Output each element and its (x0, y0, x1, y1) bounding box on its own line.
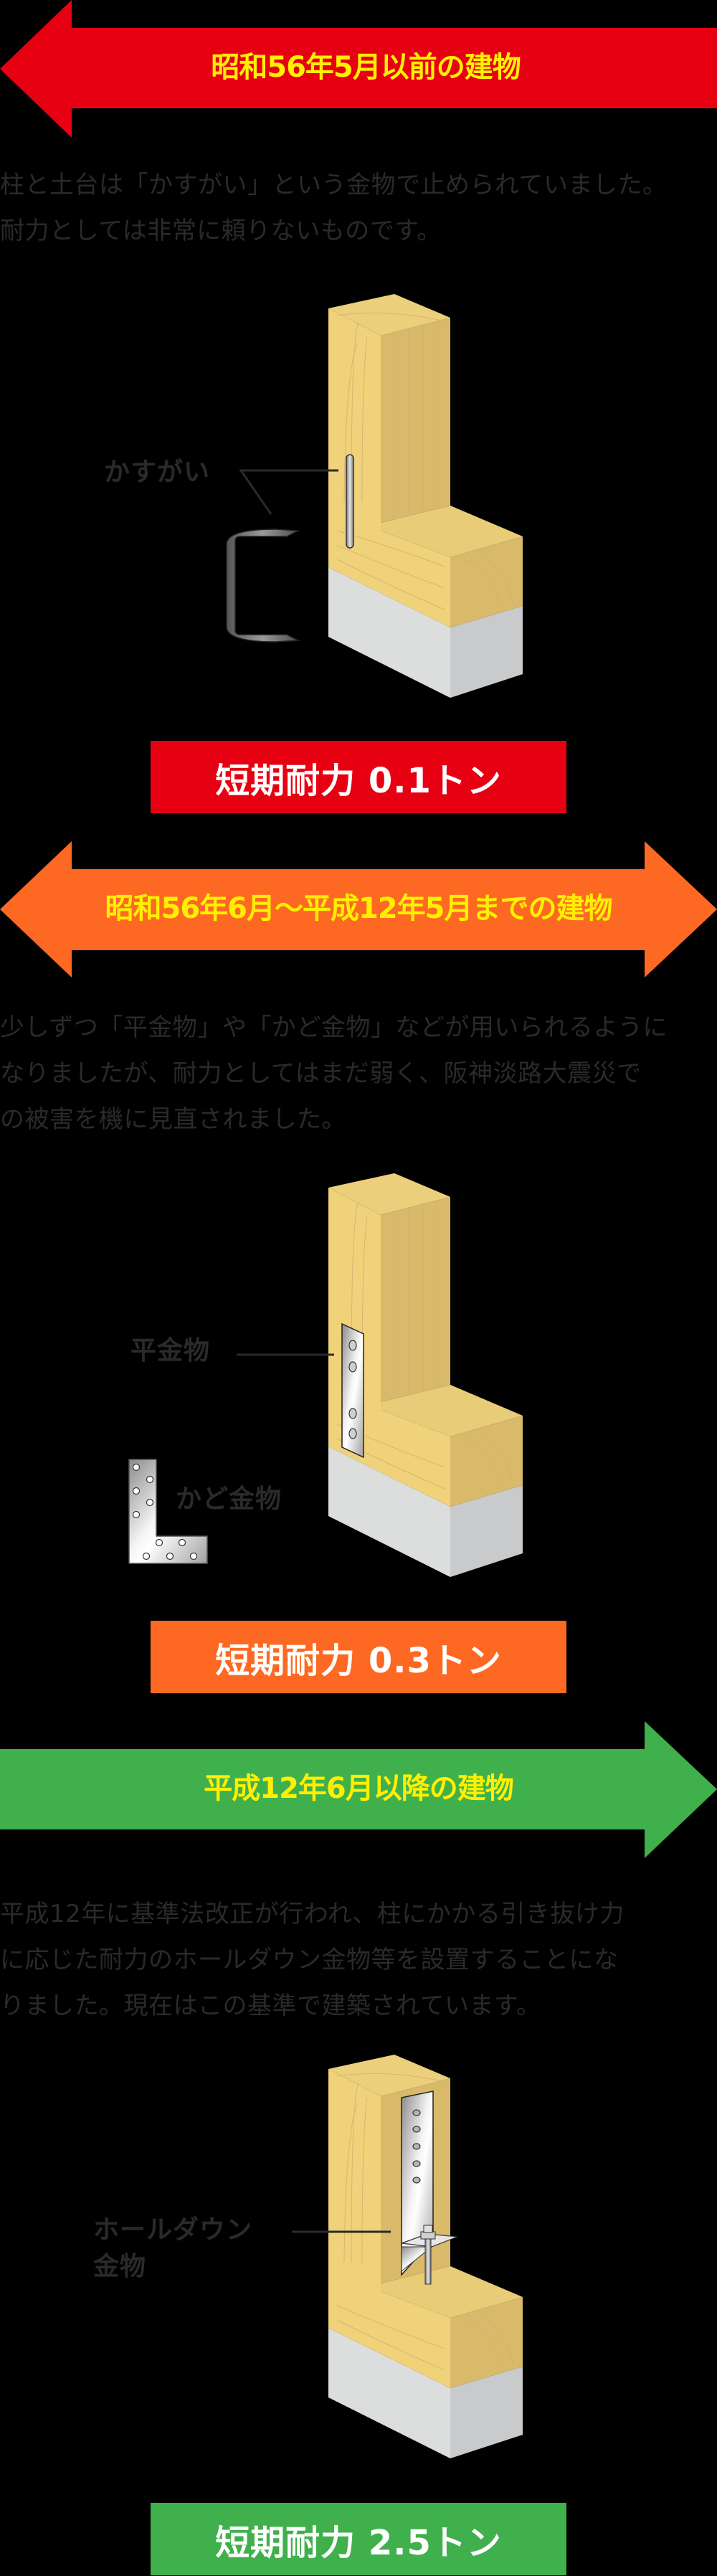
section-3-header-arrow-right: 平成12年6月以降の建物 (0, 1721, 717, 1858)
description-line: 平成12年に基準法改正が行われ、柱にかかる引き抜け力 (0, 1900, 625, 1928)
description-line: 少しずつ「平金物」や「かど金物」などが用いられるように (0, 1013, 668, 1042)
section-1-title: 昭和56年5月以前の建物 (211, 51, 521, 84)
section-3-title: 平成12年6月以降の建物 (204, 1772, 514, 1805)
description-line: の被害を機に見直されました。 (0, 1105, 346, 1134)
section-2-header-arrow-both: 昭和56年6月～平成12年5月までの建物 (0, 841, 717, 977)
description-line: りました。現在はこの基準で建築されています。 (0, 1992, 541, 2020)
callout-hold-down: ホールダウン 金物 (93, 2215, 252, 2282)
section-1-description: 柱と土台は「かすがい」という金物で止められていました。 耐力としては非常に頼りな… (0, 162, 717, 254)
arrow-right-icon (0, 1721, 717, 1858)
section-2-illustration: 平金物 かど金物 (0, 1152, 717, 1582)
callout-kasugai: かすがい (104, 458, 211, 487)
post-and-sill-hold-down-illustration (292, 2055, 523, 2458)
section-3-strength-badge: 短期耐力 2.5トン (151, 2503, 566, 2575)
description-line: なりましたが、耐力としてはまだ弱く、阪神淡路大震災で (0, 1059, 642, 1088)
section-2-strength-badge: 短期耐力 0.3トン (151, 1621, 566, 1693)
post-and-sill-kasugai-illustration (226, 294, 523, 698)
description-line: 耐力としては非常に頼りないものです。 (0, 217, 442, 245)
section-1-illustration: かすがい (0, 273, 717, 703)
section-3-illustration: ホールダウン 金物 (0, 2033, 717, 2463)
callout-corner-plate: かど金物 (176, 1484, 282, 1514)
section-1-header-arrow-left: 昭和56年5月以前の建物 (0, 0, 717, 138)
section-2-title: 昭和56年6月～平成12年5月までの建物 (105, 892, 613, 925)
section-2-description: 少しずつ「平金物」や「かど金物」などが用いられるように なりましたが、耐力として… (0, 1005, 717, 1142)
callout-hold-down-line-2: 金物 (93, 2252, 147, 2282)
arrow-left-icon (0, 0, 717, 138)
arrow-double-icon (0, 841, 717, 977)
section-1-strength-badge: 短期耐力 0.1トン (151, 741, 566, 813)
description-line: 柱と土台は「かすがい」という金物で止められていました。 (0, 171, 668, 199)
section-3-description: 平成12年に基準法改正が行われ、柱にかかる引き抜け力 に応じた耐力のホールダウン… (0, 1891, 717, 2029)
callout-hold-down-line-1: ホールダウン (93, 2215, 253, 2245)
post-and-sill-flat-plate-illustration (128, 1173, 523, 1577)
callout-flat-plate: 平金物 (130, 1336, 211, 1365)
description-line: に応じた耐力のホールダウン金物等を設置することにな (0, 1946, 619, 1974)
